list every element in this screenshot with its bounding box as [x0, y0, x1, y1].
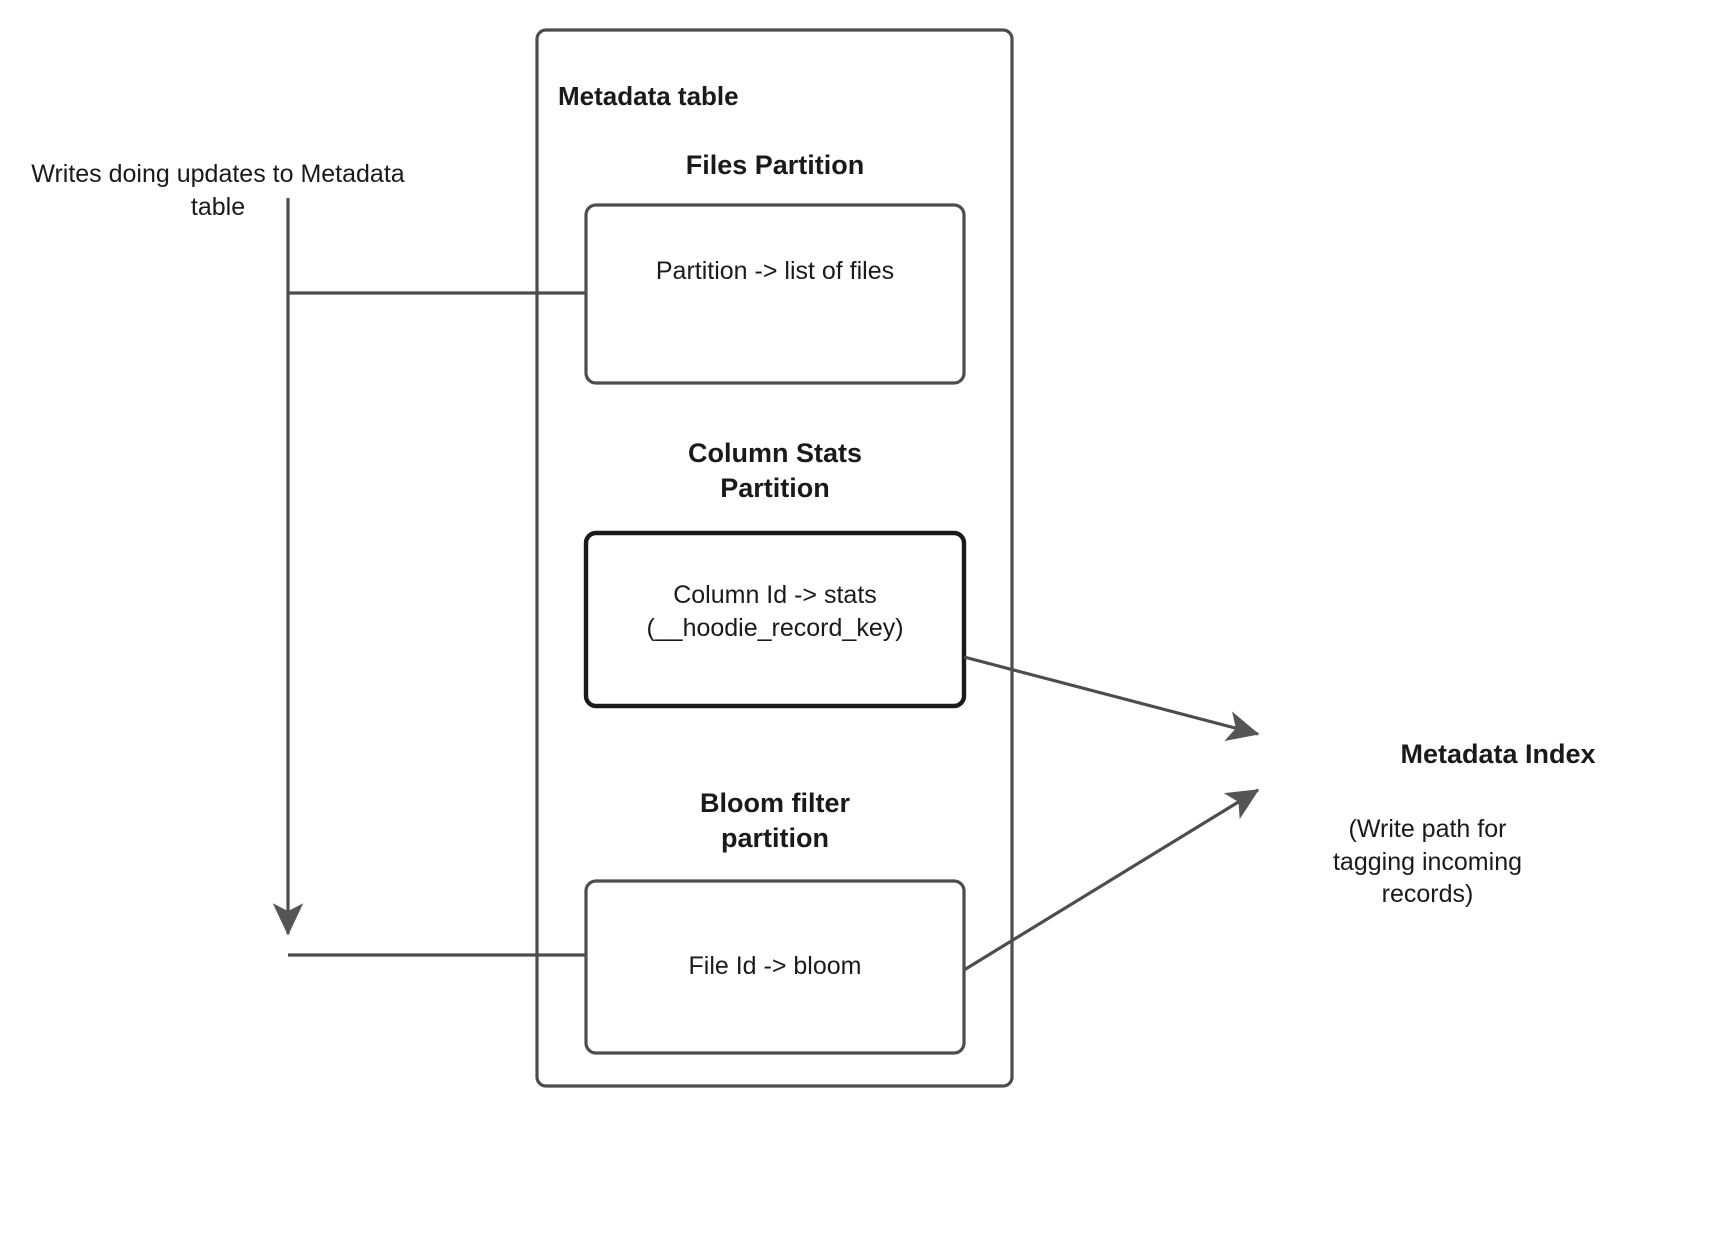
files-partition-body: Partition -> list of files	[655, 257, 895, 285]
column-stats-partition-title: Column Stats Partition	[586, 436, 964, 506]
bloom-filter-box	[584, 879, 966, 1055]
column-stats-to-index-arrow	[963, 655, 1260, 741]
bloom-to-index-arrow	[963, 788, 1260, 972]
column-stats-box	[583, 530, 967, 709]
metadata-index-caption: (Write path for tagging incoming records…	[1300, 813, 1555, 911]
bloom-filter-body: File Id -> bloom	[688, 952, 862, 980]
writes-note-label: Writes doing updates to Metadata table	[31, 160, 405, 221]
bloom-filter-title-line1: Bloom filter	[699, 788, 850, 818]
column-stats-title-line2: Partition	[720, 473, 830, 504]
column-stats-body: Column Id -> stats (__hoodie_record_key)	[586, 579, 964, 644]
metadata-table-container	[535, 28, 1014, 1088]
metadata-table-title: Metadata table	[558, 81, 739, 111]
column-stats-body-line2: (__hoodie_record_key)	[646, 613, 904, 642]
files-partition-box	[584, 203, 966, 385]
bloom-filter-title-line2: partition	[721, 823, 829, 854]
files-partition-title: Files Partition	[685, 150, 865, 180]
column-stats-title-line1: Column Stats	[687, 438, 862, 468]
metadata-index-caption-line1: (Write path for	[1348, 815, 1507, 843]
metadata-index-caption-line2: tagging incoming	[1332, 847, 1522, 876]
bloom-filter-partition-title: Bloom filter partition	[586, 786, 964, 856]
metadata-index-title: Metadata Index	[1400, 739, 1596, 769]
column-stats-body-line1: Column Id -> stats	[673, 581, 877, 609]
metadata-index-caption-line3: records)	[1381, 880, 1474, 908]
